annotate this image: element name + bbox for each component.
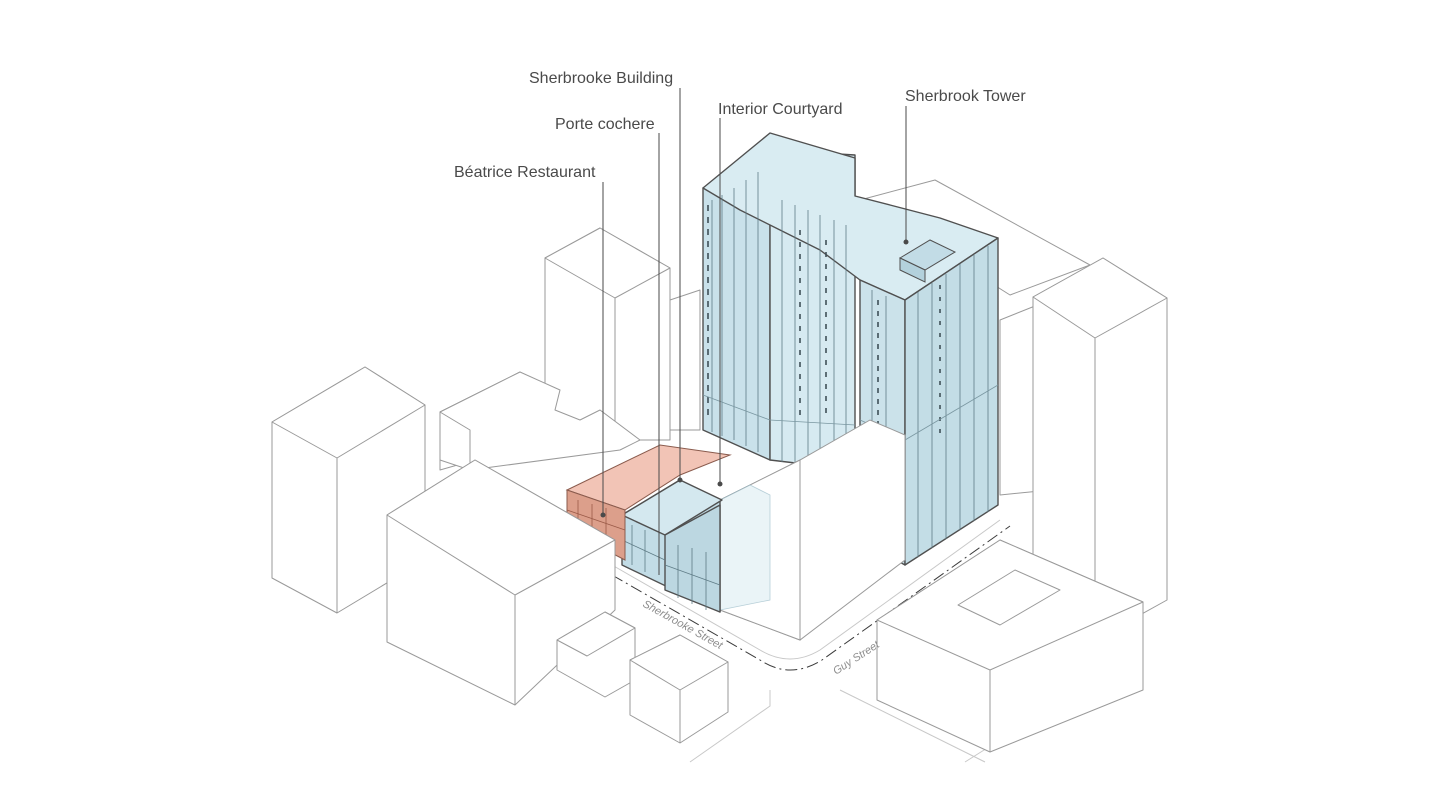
sherbrooke-building (621, 479, 723, 613)
label-sherbrooke-building: Sherbrooke Building (529, 70, 673, 87)
courtyard-block (719, 419, 906, 641)
label-interior-courtyard: Interior Courtyard (718, 101, 843, 118)
label-porte-cochere: Porte cochere (555, 116, 655, 133)
leader-lines (600, 88, 909, 575)
label-guy-street: Guy Street (831, 638, 882, 677)
tower-window-grid-left (707, 172, 759, 452)
label-sherbrook-tower: Sherbrook Tower (905, 88, 1026, 105)
context-buildings-back (439, 179, 1091, 496)
ground-lines (611, 519, 1011, 763)
label-beatrice-restaurant: Béatrice Restaurant (454, 164, 596, 181)
context-buildings-front (271, 257, 1168, 753)
